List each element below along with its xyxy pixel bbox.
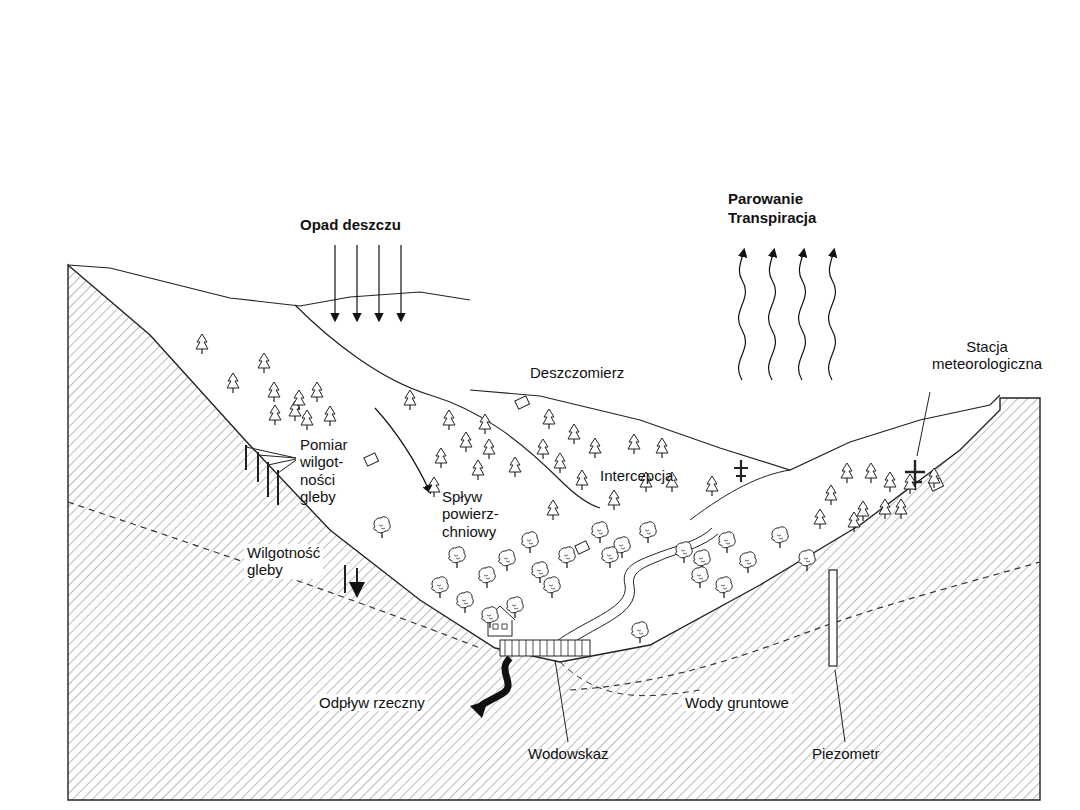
label-text: Deszczomierz xyxy=(530,364,624,381)
label-text: Stacja meteorologiczna xyxy=(932,338,1042,373)
label-text: Parowanie xyxy=(728,190,803,207)
label-text: Transpiracja xyxy=(728,209,816,226)
label-text: Wilgotność gleby xyxy=(244,544,323,579)
label-text: Odpływ rzeczny xyxy=(316,694,428,711)
label-text: Intercepcja xyxy=(600,467,673,484)
label-text: Wodowskaz xyxy=(528,745,609,762)
label-text: Wody gruntowe xyxy=(682,694,792,711)
label-text: Spływ powierz- chniowy xyxy=(442,488,499,540)
label-text: Pomiar wilgot- ności gleby xyxy=(300,436,348,505)
label-text: Piezometr xyxy=(812,745,880,762)
label-text: Opad deszczu xyxy=(300,216,401,233)
